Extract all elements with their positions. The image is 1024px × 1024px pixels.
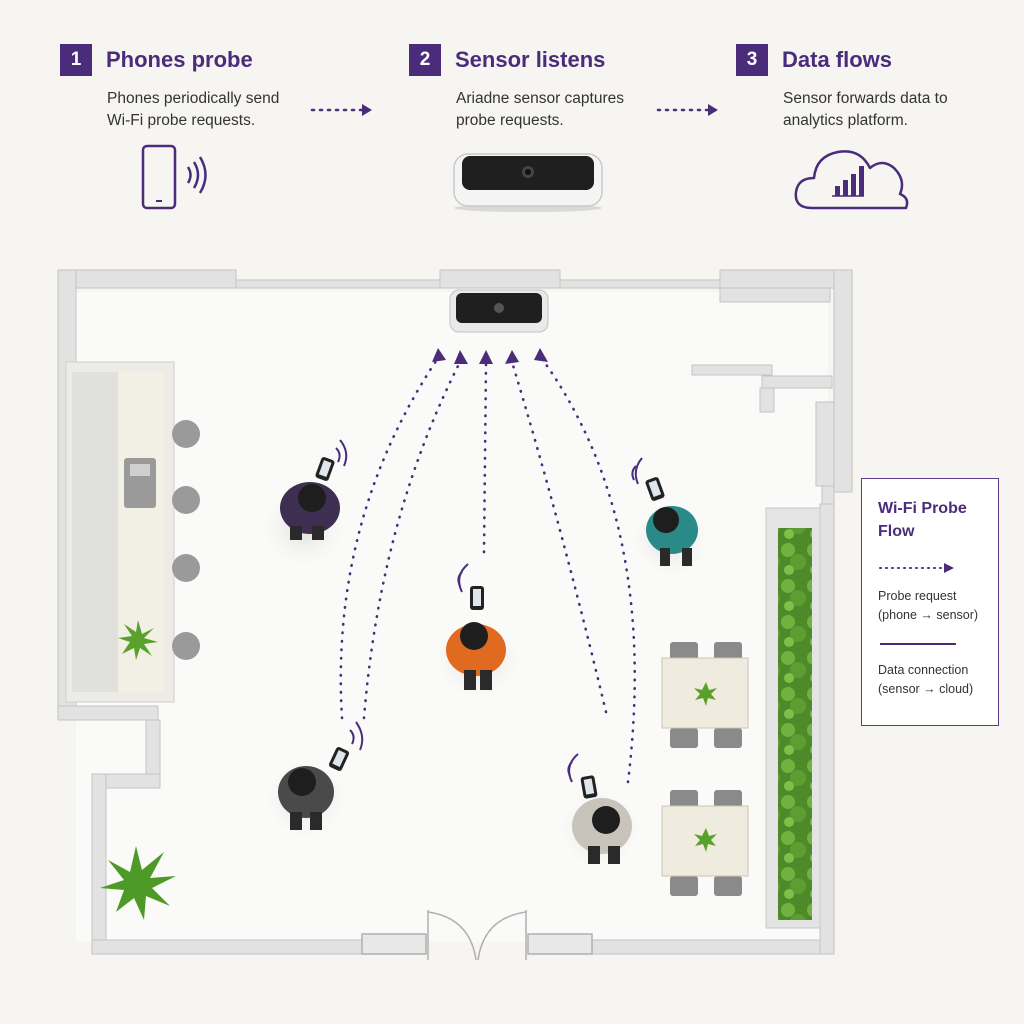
step-sensor-listens: 2 Sensor listens Ariadne sensor captures…: [409, 44, 656, 132]
flow-arrow-2: [656, 104, 718, 116]
bar-stools: [172, 420, 200, 660]
step-title: Sensor listens: [455, 47, 606, 72]
sensor-device-icon: [449, 289, 549, 333]
step-data-flows: 3 Data flows Sensor forwards data to ana…: [736, 44, 983, 132]
person-with-phone: [630, 457, 710, 578]
person-with-phone: [434, 563, 522, 700]
sensor-device-icon: [453, 153, 603, 212]
step-phones-probe: 1 Phones probe Phones periodically send …: [60, 44, 307, 132]
legend-title: Wi-Fi Probe Flow: [878, 500, 967, 540]
cafe-table: [661, 642, 749, 748]
legend-data-connection: Data connection (sensor → cloud): [878, 663, 974, 696]
legend-panel: Wi-Fi Probe Flow Probe request (phone → …: [861, 478, 999, 726]
probe-request-paths: [339, 354, 636, 784]
data-connection-legend-icon: [880, 643, 956, 645]
probe-request-legend-icon: [879, 563, 954, 573]
plant-icon: [118, 620, 158, 660]
counter: [65, 361, 175, 703]
hedge-plants: [778, 528, 812, 920]
person-with-phone: [262, 439, 348, 568]
step-description: Phones periodically send Wi-Fi probe req…: [107, 90, 280, 129]
step-number: 1: [60, 44, 92, 76]
step-number: 2: [409, 44, 441, 76]
plant-icon: [100, 846, 176, 920]
room-walls: [57, 269, 853, 955]
legend-probe-request: Probe request (phone → sensor): [878, 589, 979, 622]
step-title: Phones probe: [106, 47, 253, 72]
smartphone-signal-icon: [141, 144, 207, 210]
step-description: Sensor forwards data to analytics platfo…: [783, 90, 948, 129]
step-title: Data flows: [782, 47, 893, 72]
person-with-phone: [264, 721, 364, 840]
entrance-door: [361, 910, 593, 961]
step-description: Ariadne sensor captures probe requests.: [456, 90, 625, 129]
probe-arrowheads: [432, 348, 548, 364]
person-with-phone: [558, 753, 642, 870]
step-number: 3: [736, 44, 768, 76]
cloud-analytics-icon: [794, 150, 909, 210]
flow-arrow-1: [310, 104, 372, 116]
cafe-table: [661, 790, 749, 896]
